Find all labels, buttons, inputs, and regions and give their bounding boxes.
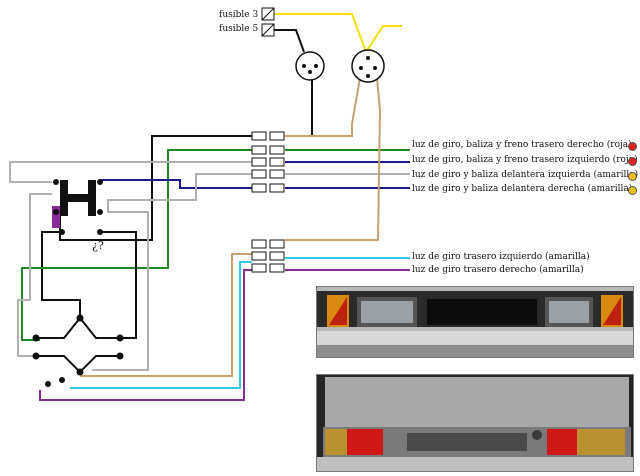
lamp-indicator-red [628,157,637,166]
navy-wire [100,161,410,189]
fuse-3 [261,7,275,21]
lamp-indicator-amber [628,172,637,181]
output-label-rear-right-amber: luz de giro trasero derecho (amarilla) [412,265,584,275]
green-wire [21,149,410,341]
yellow-wire [272,13,402,55]
unknown-label: ¿? [92,239,104,252]
terminal-block-rear [251,239,285,273]
car-rear-illustration [317,375,633,471]
output-label-rear-left-red: luz de giro, baliza y freno trasero izqu… [412,155,638,165]
relay-terminals [32,314,124,387]
fuse-3-label: fusible 3 [219,10,259,20]
output-label-rear-right-red: luz de giro, baliza y freno trasero dere… [412,140,632,150]
car-rear-photo [316,374,634,472]
black-switch-wires [36,231,137,374]
lamp-indicator-red [628,142,637,151]
lamp-indicator-amber [628,186,637,195]
fuse-5-label: fusible 5 [219,24,259,34]
fuse-5 [261,23,275,37]
hazard-switch [52,179,103,235]
round-connector-left [295,51,325,81]
tan-wires [80,77,382,377]
grey-wires [9,161,410,371]
output-label-front-right-amber: luz de giro y baliza delantera derecha (… [412,184,633,194]
output-label-front-left-amber: luz de giro y baliza delantera izquierda… [412,170,639,180]
purple-wires [39,269,410,401]
cyan-wires [70,257,410,389]
output-label-rear-left-amber: luz de giro trasero izquierdo (amarilla) [412,252,590,262]
car-front-illustration [317,287,633,357]
car-front-photo [316,286,634,358]
terminal-block-front [251,131,285,193]
round-connector-right [351,49,385,83]
